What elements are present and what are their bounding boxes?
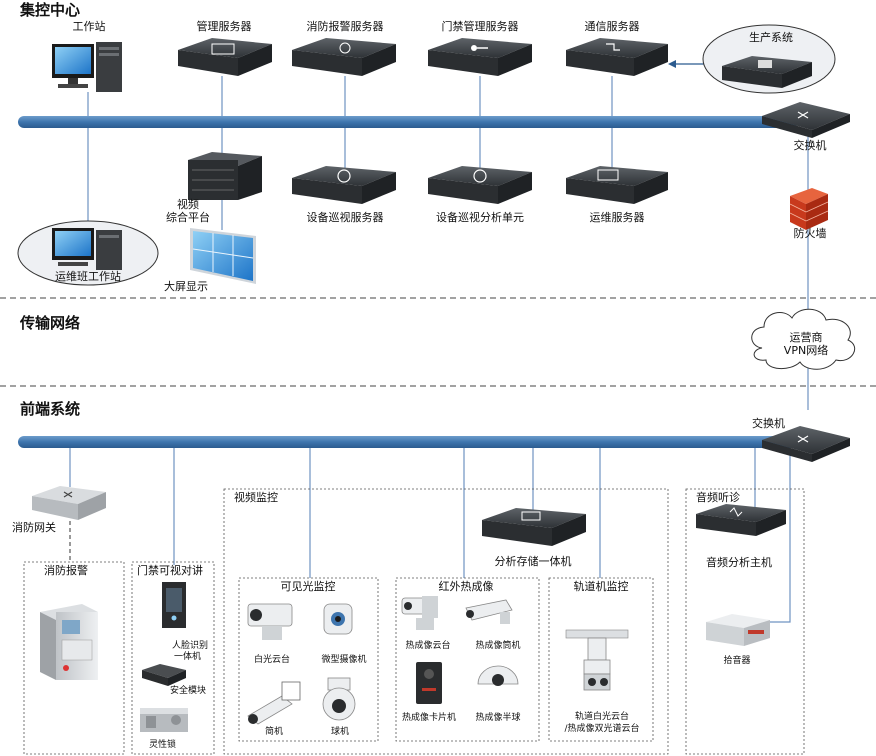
pickup-icon	[706, 614, 770, 646]
fire-alarm-label: 消防报警	[44, 564, 88, 577]
center-network-bus	[18, 116, 798, 128]
fire-gateway-icon	[32, 486, 106, 520]
thermal-bullet-icon	[465, 599, 513, 624]
mgmt-server-icon	[178, 38, 272, 76]
audio-host-icon	[696, 504, 786, 536]
thermal-card-icon	[416, 662, 442, 704]
section-title-frontend: 前端系统	[20, 400, 81, 418]
face-recognition-label-2: 一体机	[174, 652, 202, 662]
big-screen-icon	[190, 228, 256, 284]
rail-ptz-icon	[565, 629, 629, 691]
thermal-hemi-label: 热成像半球	[475, 713, 521, 723]
production-system-label: 生产系统	[749, 31, 793, 44]
rail-group	[548, 577, 654, 742]
safety-module-icon	[142, 664, 186, 686]
access-group	[131, 561, 215, 755]
fire-server-icon	[292, 38, 396, 76]
section-title-transport: 传输网络	[20, 314, 81, 332]
audio-host-label: 音频分析主机	[706, 556, 772, 569]
white-ptz-label: 白光云台	[253, 655, 291, 665]
center-switch-label: 交换机	[793, 139, 827, 152]
patrol-analysis-label: 设备巡视分析单元	[436, 211, 524, 224]
firewall-label: 防火墙	[793, 227, 827, 240]
patrol-server-label: 设备巡视服务器	[306, 211, 384, 224]
section-title-center: 集控中心	[20, 1, 81, 19]
fire-server-label: 消防报警服务器	[306, 20, 384, 33]
rail-ptz-label-2: /热成像双光谱云台	[564, 724, 640, 734]
dome-cam-label: 球机	[330, 727, 350, 737]
access-server-label: 门禁管理服务器	[441, 20, 519, 33]
storage-unit-label: 分析存储一体机	[494, 555, 572, 568]
thermal-group	[395, 577, 540, 742]
thermal-ptz-icon	[401, 596, 438, 630]
rail-ptz-label-1: 轨道白光云台	[574, 712, 630, 722]
video-platform-icon	[188, 152, 262, 200]
video-monitoring-label: 视频监控	[234, 491, 278, 504]
bullet-cam-icon	[247, 681, 301, 725]
ops-server-label: 运维服务器	[589, 211, 645, 224]
micro-camera-icon	[323, 603, 353, 635]
thermal-ptz-label: 热成像云台	[405, 641, 451, 651]
video-platform-label-2: 综合平台	[166, 211, 210, 224]
thermal-card-label: 热成像卡片机	[401, 713, 457, 723]
big-screen-label: 大屏显示	[164, 280, 208, 293]
patrol-analysis-icon	[428, 166, 532, 204]
workstation-label: 工作站	[72, 20, 106, 33]
ops-workstation-icon	[52, 228, 122, 270]
white-ptz-icon	[247, 603, 293, 640]
frontend-switch-label: 交换机	[752, 417, 785, 430]
comm-server-label: 通信服务器	[584, 20, 640, 33]
patrol-server-icon	[292, 166, 396, 204]
micro-camera-label: 微型摄像机	[321, 655, 367, 665]
comm-server-icon	[566, 38, 668, 76]
thermal-label: 红外热成像	[438, 580, 494, 593]
firewall-icon	[789, 188, 829, 230]
vpn-label-2: VPN网络	[783, 344, 829, 357]
thermal-hemi-icon	[477, 665, 519, 686]
access-server-icon	[428, 38, 532, 76]
video-platform-label-1: 视频	[177, 198, 199, 211]
visible-light-group	[238, 577, 379, 742]
smart-lock-icon	[140, 708, 188, 732]
center-switch-icon	[762, 102, 850, 138]
smart-lock-label: 灵性锁	[149, 740, 177, 750]
production-system-icon	[722, 56, 812, 88]
storage-unit-icon	[482, 508, 586, 546]
frontend-switch-icon	[762, 426, 850, 462]
dome-cam-icon	[322, 677, 356, 721]
rail-monitor-label: 轨道机监控	[573, 580, 629, 593]
frontend-network-bus	[18, 436, 798, 448]
ops-server-icon	[566, 166, 668, 204]
safety-module-label: 安全模块	[170, 686, 207, 696]
mgmt-server-label: 管理服务器	[196, 20, 252, 33]
bullet-cam-label: 简机	[264, 727, 284, 737]
face-recognition-label-1: 人脸识别	[172, 641, 209, 651]
access-intercom-label: 门禁可视对讲	[137, 564, 203, 577]
workstation-icon	[52, 42, 122, 92]
fire-gateway-label: 消防网关	[12, 521, 56, 534]
ops-workstation-label: 运维班工作站	[55, 270, 121, 283]
vpn-cloud-icon	[751, 308, 856, 370]
video-monitoring-group	[223, 488, 669, 755]
fire-alarm-panel-icon	[40, 604, 98, 680]
vpn-label-1: 运营商	[789, 331, 823, 344]
audio-group	[685, 488, 805, 755]
fire-alarm-group	[23, 561, 125, 755]
face-recognition-icon	[162, 582, 186, 628]
thermal-bullet-label: 热成像筒机	[475, 641, 521, 651]
audio-label: 音频听诊	[696, 491, 740, 504]
visible-light-label: 可见光监控	[280, 580, 336, 593]
pickup-label: 拾音器	[723, 656, 751, 666]
connection-lines	[69, 76, 809, 623]
